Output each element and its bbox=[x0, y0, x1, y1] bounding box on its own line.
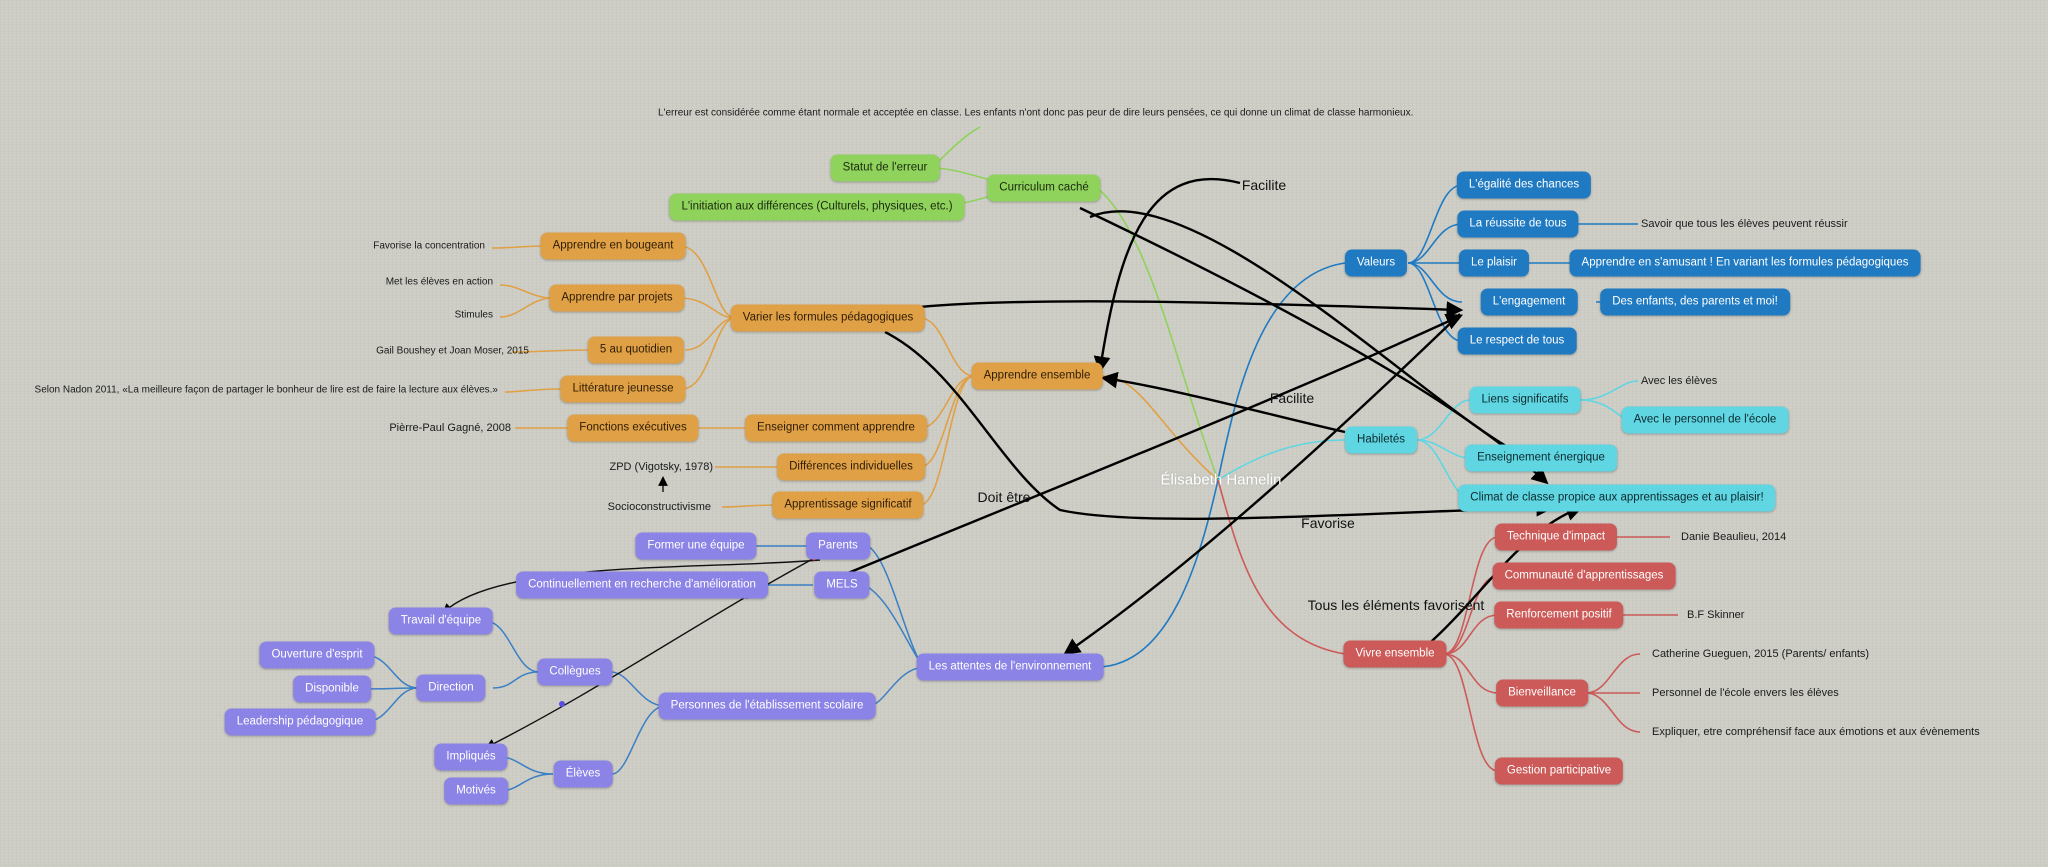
leaf-favorise-concentration: Favorise la concentration bbox=[373, 240, 485, 252]
node-recherche-amelioration[interactable]: Continuellement en recherche d'améliorat… bbox=[516, 571, 768, 599]
relation-label-doit-etre[interactable]: Doit être bbox=[977, 489, 1031, 505]
node-communaute-apprentissages[interactable]: Communauté d'apprentissages bbox=[1492, 562, 1676, 590]
leaf-met-eleves-action: Met les élèves en action bbox=[385, 276, 493, 288]
node-gestion-participative[interactable]: Gestion participative bbox=[1494, 757, 1624, 785]
relation-label-tous-favorisent[interactable]: Tous les éléments favorisent bbox=[1307, 597, 1485, 613]
leaf-danie-beaulieu: Danie Beaulieu, 2014 bbox=[1681, 531, 1787, 543]
node-varier-formules[interactable]: Varier les formules pédagogiques bbox=[730, 304, 926, 332]
leaf-zpd-vigotsky: ZPD (Vigotsky, 1978) bbox=[609, 461, 713, 473]
node-leadership-pedagogique[interactable]: Leadership pédagogique bbox=[224, 708, 376, 736]
leaf-socioconstructivisme: Socioconstructivisme bbox=[607, 501, 711, 513]
relation-label-favorise[interactable]: Favorise bbox=[1301, 515, 1355, 531]
node-liens-significatifs[interactable]: Liens significatifs bbox=[1469, 386, 1581, 414]
node-eleves[interactable]: Élèves bbox=[553, 760, 613, 788]
node-former-equipe[interactable]: Former une équipe bbox=[635, 532, 757, 560]
node-differences-individuelles[interactable]: Différences individuelles bbox=[777, 453, 925, 481]
node-initiation-differences[interactable]: L'initiation aux différences (Culturels,… bbox=[669, 193, 965, 221]
node-apprendre-bougeant[interactable]: Apprendre en bougeant bbox=[540, 232, 686, 260]
node-reussite-tous[interactable]: La réussite de tous bbox=[1457, 210, 1579, 238]
node-5-au-quotidien[interactable]: 5 au quotidien bbox=[587, 336, 685, 364]
node-disponible[interactable]: Disponible bbox=[293, 675, 371, 703]
node-apprendre-projets[interactable]: Apprendre par projets bbox=[549, 284, 685, 312]
node-personnes-etablissement[interactable]: Personnes de l'établissement scolaire bbox=[658, 692, 876, 720]
node-motives[interactable]: Motivés bbox=[444, 777, 508, 805]
node-statut-erreur[interactable]: Statut de l'erreur bbox=[830, 154, 940, 182]
node-curriculum-cache[interactable]: Curriculum caché bbox=[987, 174, 1101, 202]
leaf-savoir-reussir: Savoir que tous les élèves peuvent réuss… bbox=[1641, 218, 1848, 230]
node-respect-tous[interactable]: Le respect de tous bbox=[1457, 327, 1577, 355]
node-travail-equipe[interactable]: Travail d'équipe bbox=[388, 607, 494, 635]
node-engagement-detail[interactable]: Des enfants, des parents et moi! bbox=[1600, 288, 1790, 316]
orange-branch-links bbox=[491, 245, 1219, 508]
node-egalite-chances[interactable]: L'égalité des chances bbox=[1456, 171, 1592, 199]
red-branch-links bbox=[1217, 479, 1678, 772]
node-attentes-environnement[interactable]: Les attentes de l'environnement bbox=[916, 653, 1104, 681]
node-engagement[interactable]: L'engagement bbox=[1480, 288, 1578, 316]
leaf-skinner: B.F Skinner bbox=[1687, 609, 1745, 621]
node-climat-classe[interactable]: Climat de classe propice aux apprentissa… bbox=[1458, 484, 1776, 512]
node-apprentissage-significatif[interactable]: Apprentissage significatif bbox=[772, 491, 924, 519]
node-collegues[interactable]: Collègues bbox=[537, 658, 613, 686]
node-apprendre-ensemble[interactable]: Apprendre ensemble bbox=[971, 362, 1103, 390]
leaf-nadon-citation: Selon Nadon 2011, «La meilleure façon de… bbox=[34, 384, 498, 396]
relation-label-facilite-2[interactable]: Facilite bbox=[1269, 390, 1315, 406]
node-valeurs[interactable]: Valeurs bbox=[1344, 249, 1408, 277]
node-technique-impact[interactable]: Technique d'impact bbox=[1494, 523, 1618, 551]
node-enseigner-apprendre[interactable]: Enseigner comment apprendre bbox=[745, 414, 927, 442]
node-renforcement-positif[interactable]: Renforcement positif bbox=[1494, 601, 1624, 629]
relation-label-facilite-1[interactable]: Facilite bbox=[1241, 177, 1287, 193]
node-plaisir-detail[interactable]: Apprendre en s'amusant ! En variant les … bbox=[1569, 249, 1921, 277]
node-vivre-ensemble[interactable]: Vivre ensemble bbox=[1343, 640, 1447, 668]
central-topic[interactable]: Élisabeth Hamelin bbox=[1160, 471, 1282, 489]
node-habiletes[interactable]: Habiletés bbox=[1345, 426, 1417, 454]
leaf-personnel-ecole: Personnel de l'école envers les élèves bbox=[1652, 687, 1839, 699]
node-le-plaisir[interactable]: Le plaisir bbox=[1458, 249, 1530, 277]
node-impliques[interactable]: Impliqués bbox=[434, 743, 508, 771]
node-fonctions-executives[interactable]: Fonctions exécutives bbox=[567, 414, 699, 442]
node-mels[interactable]: MELS bbox=[814, 571, 870, 599]
node-parents[interactable]: Parents bbox=[806, 532, 870, 560]
leaf-stimules: Stimules bbox=[454, 309, 493, 321]
leaf-gagne-2008: Pièrre-Paul Gagné, 2008 bbox=[389, 422, 511, 434]
node-litterature-jeunesse[interactable]: Littérature jeunesse bbox=[560, 375, 686, 403]
node-bienveillance[interactable]: Bienveillance bbox=[1496, 679, 1588, 707]
leaf-avec-eleves: Avec les élèves bbox=[1641, 375, 1718, 387]
node-enseignement-energique[interactable]: Enseignement énergique bbox=[1465, 444, 1617, 472]
leaf-expliquer-comprehensif: Expliquer, etre compréhensif face aux ém… bbox=[1652, 726, 1980, 738]
thin-relationship-arrows bbox=[442, 476, 821, 748]
leaf-gail-boushey: Gail Boushey et Joan Moser, 2015 bbox=[376, 345, 529, 357]
node-ouverture-esprit[interactable]: Ouverture d'esprit bbox=[259, 641, 375, 669]
green-note-erreur: L'erreur est considérée comme étant norm… bbox=[658, 107, 1414, 119]
node-personnel-ecole[interactable]: Avec le personnel de l'école bbox=[1621, 406, 1789, 434]
node-direction[interactable]: Direction bbox=[416, 674, 486, 702]
leaf-catherine-gueguen: Catherine Gueguen, 2015 (Parents/ enfant… bbox=[1652, 648, 1870, 660]
